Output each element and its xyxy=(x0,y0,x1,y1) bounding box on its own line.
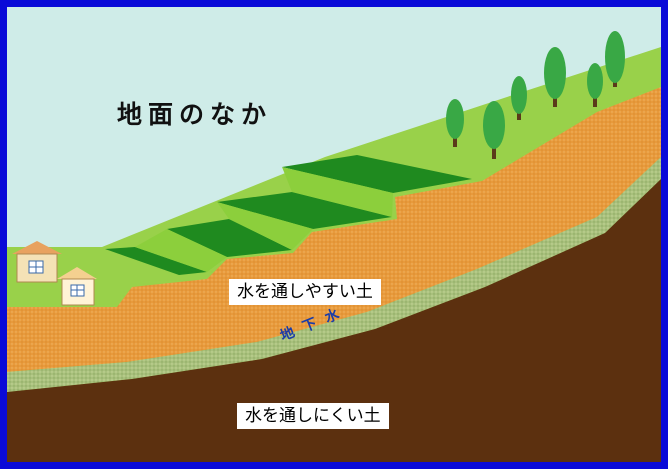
permeable-soil-label: 水を通しやすい土 xyxy=(229,279,381,305)
terrace-1 xyxy=(105,247,207,275)
permeable-soil-layer xyxy=(7,87,661,372)
groundwater-band xyxy=(7,157,661,392)
impermeable-soil-layer xyxy=(7,179,661,462)
tree-3 xyxy=(511,76,527,120)
house-2 xyxy=(57,267,97,306)
tree-5 xyxy=(587,63,603,107)
terrace-3 xyxy=(217,192,392,229)
tree-2 xyxy=(483,101,505,159)
riser-3 xyxy=(282,167,393,217)
riser-1 xyxy=(135,229,227,272)
diagram-title: 地面のなか xyxy=(117,100,273,129)
terrace-2 xyxy=(167,219,292,257)
tree-6 xyxy=(605,31,625,87)
tree-4 xyxy=(544,47,566,107)
impermeable-soil-label: 水を通しにくい土 xyxy=(237,403,389,429)
terrace-4 xyxy=(282,155,472,193)
riser-2 xyxy=(217,202,313,250)
house-1 xyxy=(12,241,62,283)
ground-cross-section xyxy=(7,7,661,462)
tree-1 xyxy=(446,99,464,147)
